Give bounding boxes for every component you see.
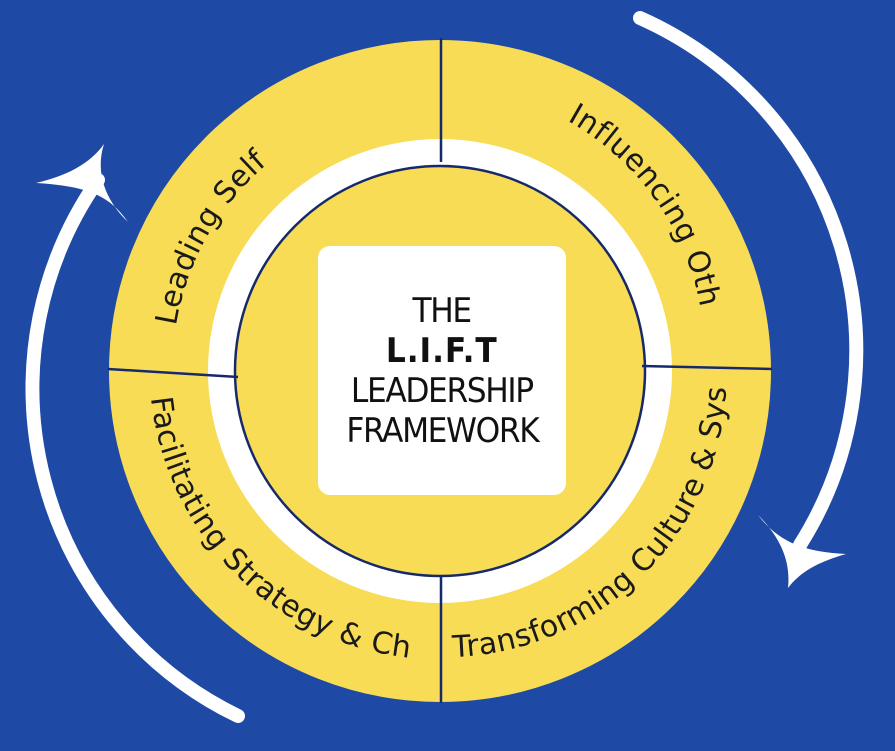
title-line-leadership: LEADERSHIP <box>351 370 534 411</box>
title-line-the: THE <box>412 290 473 331</box>
title-line-lift: L.I.F.T <box>386 330 498 371</box>
curved-arrow-down-icon <box>633 11 864 588</box>
framework-title-box: THE L.I.F.T LEADERSHIP FRAMEWORK <box>318 246 566 495</box>
segment-dividers <box>107 38 773 703</box>
title-line-framework: FRAMEWORK <box>346 410 539 451</box>
curved-arrow-up-icon <box>25 144 245 723</box>
